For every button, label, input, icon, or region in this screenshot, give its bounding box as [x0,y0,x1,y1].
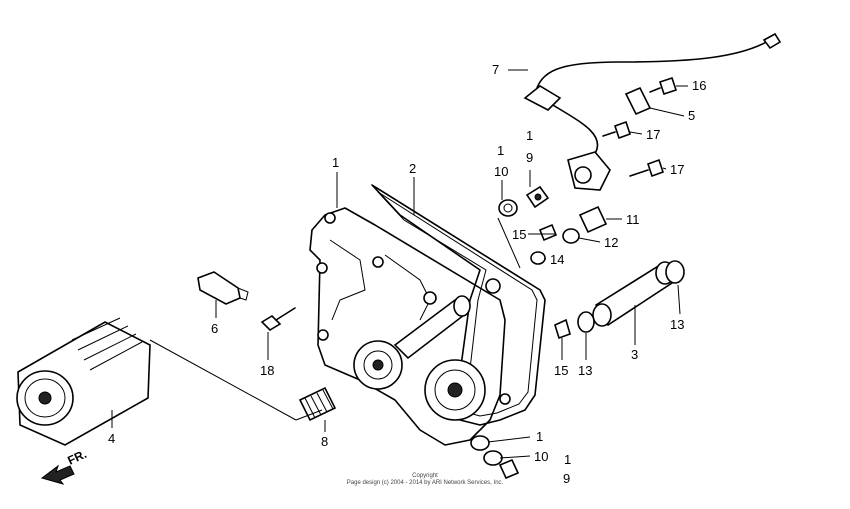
bolt-17a-shank [602,131,616,137]
bolt-18-shank [275,307,296,321]
callout-9: 9 [563,471,570,486]
cover-bolt-hole [423,291,437,305]
callout-17: 17 [670,162,684,177]
seal-11 [578,205,608,234]
gasket-hole [485,278,501,294]
callout-17: 17 [646,127,660,142]
callout-10: 10 [494,164,508,179]
nipple-thread [304,389,334,419]
callout-1: 1 [564,452,571,467]
callout-12: 12 [604,235,618,250]
callout-11: 11 [626,212,640,227]
sensor-wire [534,39,771,96]
copyright-line-1: Copyright [412,473,438,479]
filter-boss-port [372,359,384,371]
callout-15: 15 [554,363,568,378]
callout-5: 5 [688,108,695,123]
collar-15-lower [554,318,571,340]
bolt-18 [260,314,282,332]
oil-pressure-switch [197,271,241,305]
switch-thread [237,287,249,301]
o-ring-13-upper [665,260,685,284]
front-direction-arrow [40,464,75,485]
washer-1-lower [470,435,490,451]
callout-labels: 1 2 1 9 1 10 7 16 5 17 17 11 15 12 14 13… [108,62,706,486]
bolt-17b-shank [629,169,649,177]
cover-bolt-hole [372,256,384,268]
callout-2: 2 [409,161,416,176]
cover-bolt-hole [324,212,336,224]
callout-14: 14 [550,252,564,267]
bolt-16-shank [649,87,661,93]
callout-13: 13 [578,363,592,378]
callout-1: 1 [332,155,339,170]
oil-filter-center [38,391,52,405]
pump-boss-port [447,382,463,398]
callout-16: 16 [692,78,706,93]
pump-boss-inner [434,369,476,411]
o-ring-13-lower [577,311,595,333]
washer-10-upper [498,199,518,217]
callout-1: 1 [536,429,543,444]
filter-boss-inner [363,350,393,380]
callout-6: 6 [211,321,218,336]
bolt-9-lower [498,458,520,480]
callout-18: 18 [260,363,274,378]
callout-15: 15 [512,227,526,242]
leader-lines [111,69,688,459]
nipple [298,386,337,422]
callout-8: 8 [321,434,328,449]
gasket [371,184,546,426]
bolt-17a-head [613,120,632,140]
callout-9: 9 [526,150,533,165]
callout-3: 3 [631,347,638,362]
callout-10: 10 [534,449,548,464]
cover-bolt-hole [316,262,328,274]
side-cover [309,207,506,446]
gasket-inner-edge [377,191,538,417]
bolt-16-head [658,76,678,96]
clip [624,86,652,116]
oil-filter-gasket [24,378,66,418]
bolt-17b-head [646,158,665,178]
wire-grommet [523,85,562,111]
side-cover-rib [384,254,431,321]
o-ring-12 [562,228,580,244]
callout-7: 7 [492,62,499,77]
callout-1: 1 [526,128,533,143]
front-direction-label: FR. [65,447,88,468]
callout-13: 13 [670,317,684,332]
callout-4: 4 [108,431,115,446]
cover-pipe-end [453,295,471,317]
o-ring-14 [530,251,546,265]
sensor-face [574,166,592,184]
side-cover-rib [329,239,366,321]
oil-filter-flutes [71,317,143,371]
wire-connector [762,32,782,50]
gasket-hole [499,393,511,405]
washer-10-lower [483,450,503,466]
copyright-line-2: Page design (c) 2004 - 2014 by ARI Netwo… [346,480,504,486]
collar-15-upper [538,223,558,242]
sensor-wire-lower [544,99,599,161]
callout-1: 1 [497,143,504,158]
oil-pipe-end [592,303,612,327]
cover-bolt-hole [317,329,329,341]
